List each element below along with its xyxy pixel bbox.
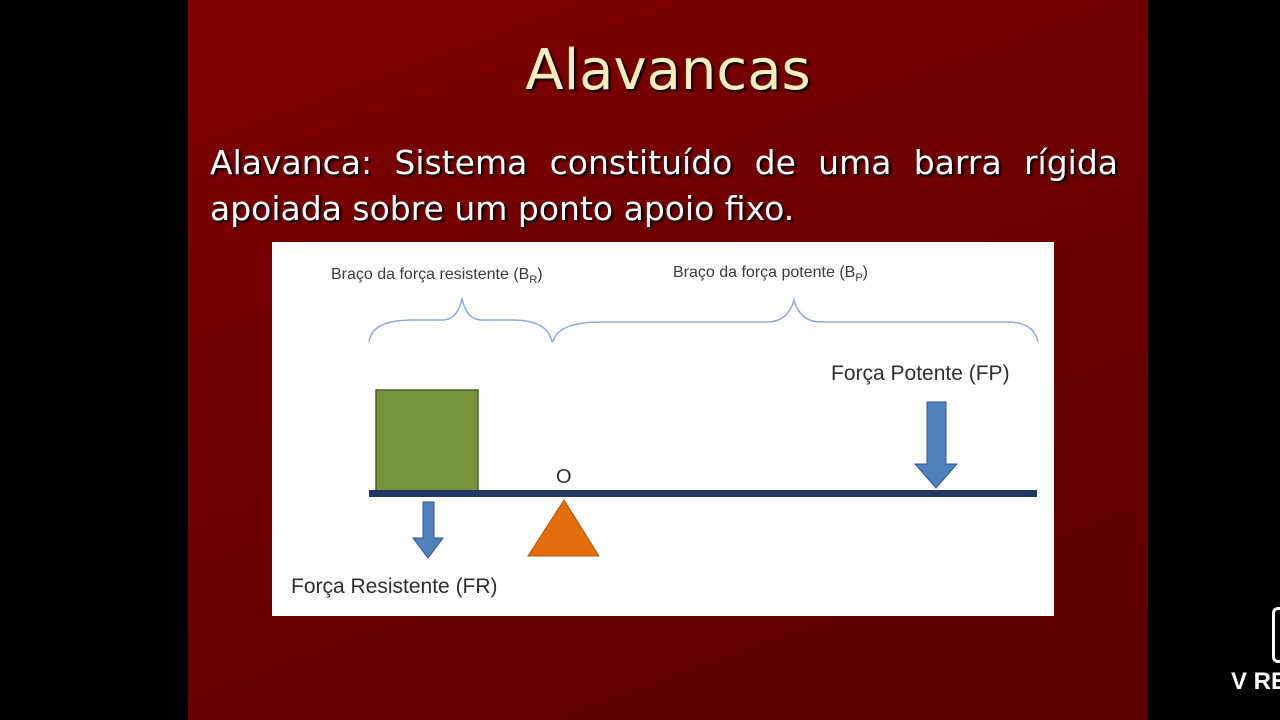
force-potent-label: Força Potente (FP) <box>831 362 1010 385</box>
slide: Alavancas Alavanca: Sistema constituído … <box>188 0 1148 720</box>
load-block <box>375 389 479 493</box>
arm-resistant-brace <box>368 297 553 343</box>
lever-bar <box>369 490 1037 497</box>
arm-resistant-label: Braço da força resistente (BR) <box>331 266 543 286</box>
phone-icon <box>1272 607 1280 663</box>
lever-diagram: Braço da força resistente (BR) Braço da … <box>272 242 1054 616</box>
arm-potent-brace <box>552 297 1039 343</box>
force-resistant-arrow-icon <box>412 501 444 559</box>
fulcrum-label: O <box>556 466 572 488</box>
slide-title: Alavancas <box>525 38 811 103</box>
watermark-text: V RE <box>1231 668 1280 695</box>
arm-potent-label: Braço da força potente (BP) <box>673 264 868 284</box>
force-potent-arrow-icon <box>913 401 959 489</box>
fulcrum-triangle <box>527 499 600 557</box>
slide-body-text: Alavanca: Sistema constituído de uma bar… <box>210 143 1118 228</box>
lever-diagram-svg: Braço da força resistente (BR) Braço da … <box>291 264 1039 598</box>
force-resistant-label: Força Resistente (FR) <box>291 575 498 598</box>
